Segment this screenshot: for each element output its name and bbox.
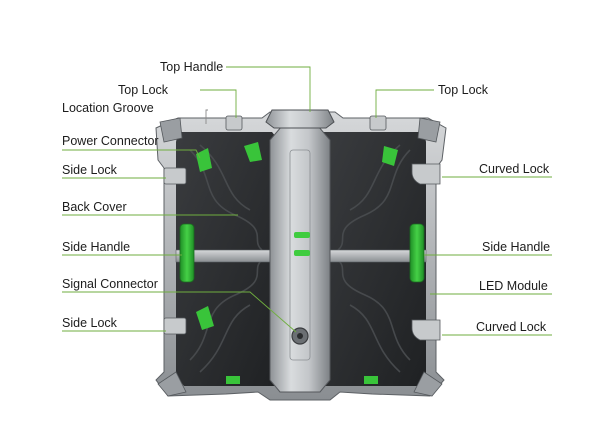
latch-bottom-right xyxy=(364,376,378,384)
curved-lock-upper xyxy=(411,163,441,185)
curved-lock-lower xyxy=(411,319,441,341)
spine-green-upper xyxy=(294,232,310,238)
label-top-lock-right: Top Lock xyxy=(438,83,489,97)
label-location-groove: Location Groove xyxy=(62,101,154,115)
top-lock-right xyxy=(369,115,387,131)
spine-green-lower xyxy=(294,250,310,256)
central-spine xyxy=(269,125,331,393)
label-led-module: LED Module xyxy=(479,279,548,293)
latch-upper-right xyxy=(382,146,398,166)
side-lock-lower xyxy=(163,317,187,335)
label-side-handle-right: Side Handle xyxy=(482,240,550,254)
label-top-lock-left: Top Lock xyxy=(118,83,169,97)
label-side-lock-upper: Side Lock xyxy=(62,163,118,177)
label-side-lock-lower: Side Lock xyxy=(62,316,118,330)
cabinet xyxy=(155,109,447,401)
top-lock-left xyxy=(225,115,243,131)
top-handle xyxy=(265,109,335,129)
label-curved-lock-lower: Curved Lock xyxy=(476,320,547,334)
latch-bottom-left xyxy=(226,376,240,384)
latch-lower-left xyxy=(196,306,214,330)
power-connector xyxy=(196,148,212,172)
label-back-cover: Back Cover xyxy=(62,200,127,214)
side-handle-right xyxy=(409,223,425,283)
label-signal-connector: Signal Connector xyxy=(62,277,158,291)
label-curved-lock-upper: Curved Lock xyxy=(479,162,550,176)
side-lock-upper xyxy=(163,167,187,185)
label-top-handle: Top Handle xyxy=(160,60,223,74)
latch-upper-mid-left xyxy=(244,142,262,162)
side-handle-left xyxy=(179,223,195,283)
leader-lines xyxy=(62,66,552,336)
label-side-handle-left: Side Handle xyxy=(62,240,130,254)
label-power-connector: Power Connector xyxy=(62,134,159,148)
